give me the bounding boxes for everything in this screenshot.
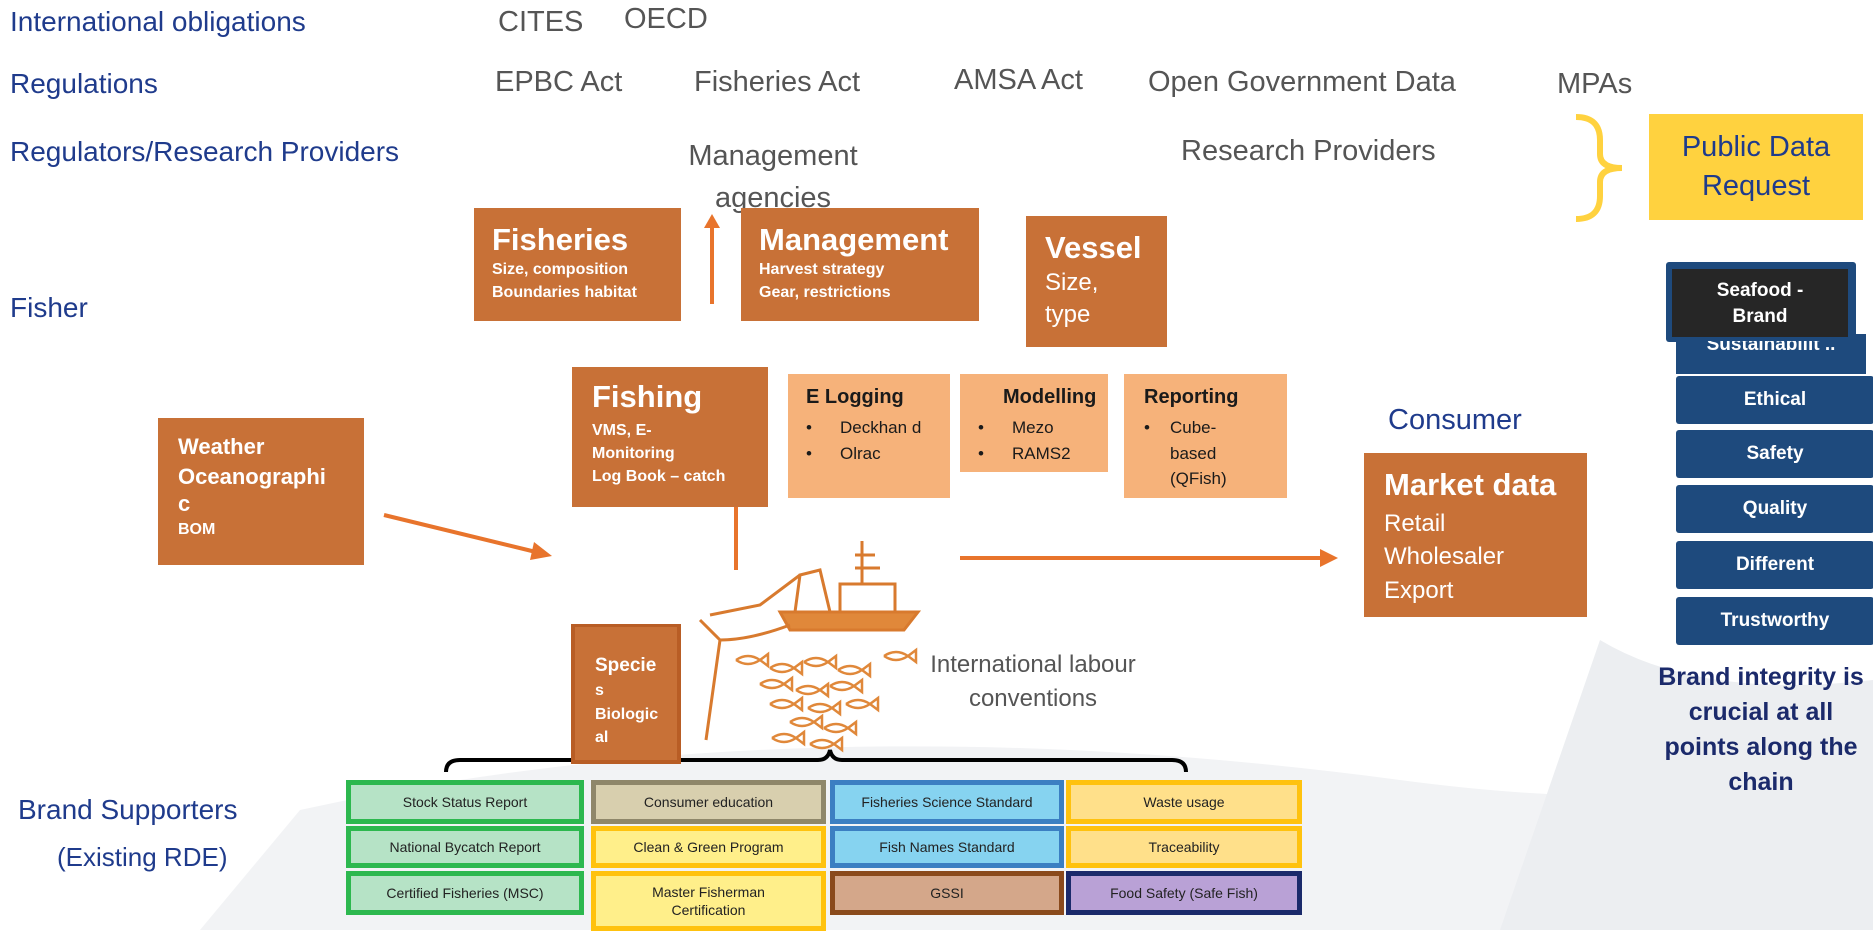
elogging-item: Olrac (806, 441, 932, 467)
market-data-line: Retail (1384, 509, 1446, 537)
weather-line: Oceanographi (178, 463, 326, 489)
supporter-box[interactable]: Fish Names Standard (830, 826, 1064, 868)
market-data-title: Market data (1384, 467, 1557, 502)
brand-item-different[interactable]: Different (1676, 541, 1873, 589)
brand-item-safety[interactable]: Safety (1676, 430, 1873, 478)
fisheries-line: Size, composition (492, 260, 629, 278)
management-agencies-label: Management agencies (688, 140, 858, 215)
row-label-brand-supporters-sub: (Existing RDE) (57, 842, 228, 872)
boat-icon (698, 541, 922, 741)
consumer-label: Consumer (1388, 404, 1522, 436)
elogging-box: E Logging Deckhan d Olrac (788, 374, 950, 498)
research-providers-label: Research Providers (1181, 135, 1436, 167)
open-government-data-label: Open Government Data (1148, 66, 1456, 98)
weather-title: Weather (178, 434, 265, 459)
species-line: Biologic (595, 705, 659, 723)
epbc-act-label: EPBC Act (495, 66, 623, 98)
brand-item-trustworthy[interactable]: Trustworthy (1676, 597, 1873, 645)
seafood-brand-box[interactable]: Seafood - Brand (1668, 265, 1852, 341)
reporting-title: Reporting (1144, 386, 1239, 408)
row-label-international: International obligations (10, 6, 306, 37)
up-arrow (704, 214, 720, 304)
brand-item-quality[interactable]: Quality (1676, 485, 1873, 533)
supporter-box[interactable]: National Bycatch Report (346, 826, 584, 868)
weather-line: c (178, 491, 191, 517)
fisheries-box: Fisheries Size, composition Boundaries h… (474, 208, 681, 321)
row-label-regulations: Regulations (10, 68, 158, 99)
fisheries-title: Fisheries (492, 222, 629, 257)
supporter-box[interactable]: Clean & Green Program (591, 826, 826, 868)
species-line: s (595, 681, 604, 699)
cites-label: CITES (498, 6, 584, 38)
supporter-box[interactable]: Traceability (1066, 826, 1302, 868)
reporting-item: Cube-based (QFish) (1144, 415, 1256, 492)
row-label-fisher: Fisher (10, 292, 88, 323)
public-data-request-box[interactable]: Public Data Request (1649, 114, 1863, 220)
fishing-box: Fishing VMS, E- Monitoring Log Book – ca… (572, 367, 768, 507)
fishing-line: Log Book – catch (592, 468, 726, 486)
weather-arrow (383, 513, 552, 560)
species-box: Specie s Biologic al (571, 624, 681, 764)
supporter-box[interactable]: Stock Status Report (346, 780, 584, 824)
modelling-box: Modelling Mezo RAMS2 (960, 374, 1108, 472)
mpas-label: MPAs (1557, 68, 1633, 100)
weather-box: Weather Oceanographi c BOM (158, 418, 364, 565)
vessel-line: Size, (1045, 268, 1099, 296)
supporter-box[interactable]: Consumer education (591, 780, 826, 824)
management-line: Harvest strategy (759, 260, 885, 278)
weather-line: BOM (178, 520, 216, 538)
brand-item-ethical[interactable]: Ethical (1676, 376, 1873, 424)
amsa-act-label: AMSA Act (954, 64, 1083, 96)
fishing-title: Fishing (592, 379, 703, 414)
row-label-regulators: Regulators/Research Providers (10, 136, 400, 167)
supporters-bracket (444, 749, 1188, 773)
fish-school-icon (735, 647, 918, 753)
brace-shape (1575, 114, 1623, 222)
reporting-box: Reporting Cube-based (QFish) (1124, 374, 1287, 498)
fisheries-act-label: Fisheries Act (694, 66, 860, 98)
modelling-title: Modelling (1003, 386, 1097, 408)
market-data-line: Export (1384, 576, 1454, 604)
oecd-label: OECD (624, 3, 708, 35)
supporter-box[interactable]: Master Fisherman Certification (591, 871, 826, 931)
modelling-item: Mezo (978, 415, 1090, 441)
species-line: Specie (595, 655, 657, 676)
vessel-box: Vessel Size, type (1026, 216, 1167, 347)
fisheries-line: Boundaries habitat (492, 283, 637, 301)
management-box: Management Harvest strategy Gear, restri… (741, 208, 979, 321)
supporter-box[interactable]: GSSI (830, 871, 1064, 915)
labour-conventions-label: International labour conventions (930, 651, 1136, 712)
row-label-brand-supporters: Brand Supporters (18, 794, 238, 825)
supporter-box[interactable]: Waste usage (1066, 780, 1302, 824)
market-data-box: Market data Retail Wholesaler Export (1364, 453, 1587, 617)
elogging-title: E Logging (806, 386, 904, 408)
modelling-item: RAMS2 (978, 441, 1090, 467)
vessel-title: Vessel (1045, 230, 1142, 265)
management-title: Management (759, 222, 949, 257)
supporter-box[interactable]: Fisheries Science Standard (830, 780, 1064, 824)
supporter-box[interactable]: Certified Fisheries (MSC) (346, 871, 584, 915)
market-data-line: Wholesaler (1384, 543, 1505, 571)
fishing-line: Monitoring (592, 444, 675, 462)
market-arrow (960, 549, 1338, 567)
elogging-item: Deckhan d (806, 415, 932, 441)
supporter-box[interactable]: Food Safety (Safe Fish) (1066, 871, 1302, 915)
brand-integrity-text: Brand integrity is crucial at all points… (1658, 663, 1864, 796)
management-line: Gear, restrictions (759, 283, 891, 301)
vessel-line: type (1045, 301, 1091, 329)
fishing-line: VMS, E- (592, 421, 652, 439)
species-line: al (595, 728, 609, 746)
